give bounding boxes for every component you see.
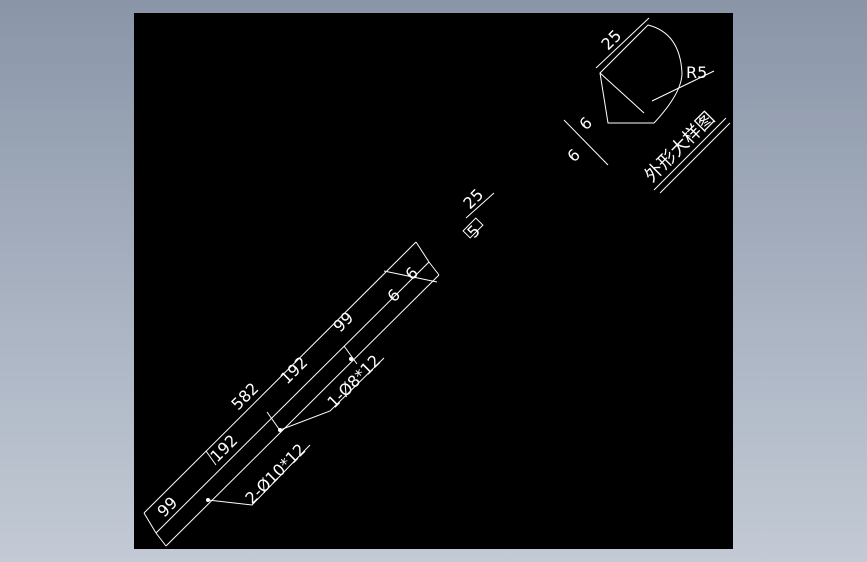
- detail-profile: [599, 24, 683, 124]
- leader-holes-1: [279, 357, 385, 431]
- section-profile: [462, 217, 484, 239]
- drawing-canvas: 99 192 582 192 99 6 6 2-Ø10*12 1-Ø8*12 2…: [143, 17, 731, 547]
- dim-line-segments: [143, 241, 417, 514]
- detail-dim-b: 6: [563, 145, 584, 166]
- dim-width-b: 6: [401, 263, 422, 284]
- dim-end-right: 99: [329, 308, 357, 336]
- dim-overall: 582: [227, 379, 262, 414]
- dim-mid-left: 192: [206, 431, 241, 466]
- section-view: 25 5: [459, 185, 495, 242]
- part-edge-lower: [165, 274, 440, 547]
- ext-line: [205, 450, 217, 466]
- detail-inner-line: [599, 72, 645, 114]
- detail-dim-a: 6: [575, 113, 596, 134]
- dim-width-a: 6: [383, 285, 404, 306]
- cad-viewport[interactable]: 99 192 582 192 99 6 6 2-Ø10*12 1-Ø8*12 2…: [134, 13, 733, 549]
- ext-line: [415, 241, 430, 263]
- dim-mid-right: 192: [276, 353, 311, 388]
- part-end-left: [155, 532, 167, 547]
- detail-dim-line: [563, 119, 609, 166]
- detail-title: 外形大样图: [641, 108, 719, 186]
- main-part: 99 192 582 192 99 6 6 2-Ø10*12 1-Ø8*12: [143, 241, 440, 547]
- dim-line-width: [383, 270, 438, 283]
- detail-dim-line-top: [595, 17, 650, 69]
- detail-dim-width: 25: [597, 26, 625, 54]
- detail-title-underline-2: [659, 122, 731, 194]
- section-dim-width: 25: [459, 185, 487, 213]
- ext-line: [143, 512, 157, 534]
- detail-title-underline: [653, 117, 727, 191]
- ext-line: [343, 345, 358, 365]
- detail-radius-leader: [651, 70, 715, 102]
- detail-dim-radius: R5: [686, 63, 707, 82]
- ext-line: [266, 411, 280, 430]
- leader-holes-2: [207, 444, 311, 506]
- detail-view: 25 R5 6 6 外形大样图: [563, 17, 731, 194]
- section-dim-line: [465, 192, 495, 219]
- dim-end-left: 99: [153, 493, 181, 521]
- callout-holes-2: 2-Ø10*12: [241, 440, 309, 508]
- part-end-right: [428, 261, 440, 276]
- part-edge-upper: [155, 261, 430, 534]
- section-dim-thickness: 5: [463, 221, 484, 242]
- hole-marker: [349, 357, 353, 361]
